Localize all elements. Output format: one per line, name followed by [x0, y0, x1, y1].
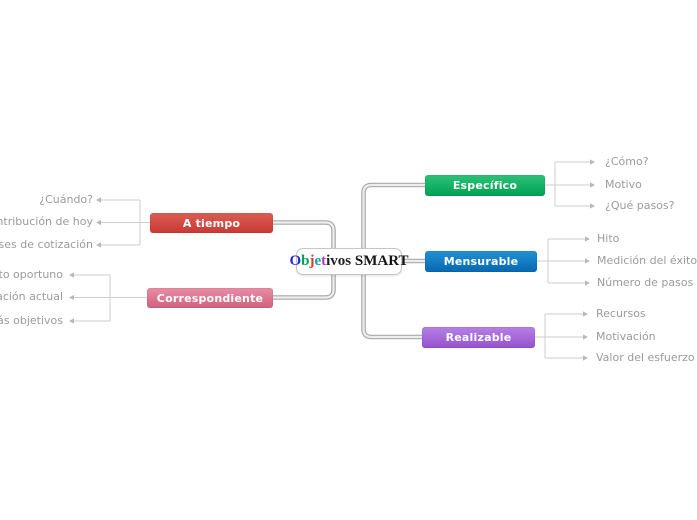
- subtopic-mas-objetivos[interactable]: más objetivos: [0, 314, 63, 327]
- topic-label: Correspondiente: [156, 291, 264, 305]
- subtopic-que-pasos[interactable]: ¿Qué pasos?: [605, 199, 675, 212]
- arrow-right-icon: [583, 355, 588, 361]
- subtopic-contribucion-de-hoy[interactable]: Contribución de hoy: [0, 215, 93, 228]
- arrow-right-icon: [590, 159, 595, 165]
- arrow-right-icon: [585, 258, 590, 264]
- arrow-right-icon: [583, 311, 588, 317]
- topic-label: A tiempo: [182, 216, 241, 230]
- arrow-right-icon: [590, 203, 595, 209]
- topic-mensurable[interactable]: Mensurable: [425, 251, 537, 272]
- arrow-left-icon: [96, 242, 101, 248]
- central-letter: ivos: [326, 253, 352, 269]
- central-letter: e: [314, 253, 322, 269]
- arrow-right-icon: [585, 280, 590, 286]
- topic-label: Específico: [452, 179, 518, 192]
- arrow-left-icon: [69, 272, 74, 278]
- topic-a-tiempo[interactable]: A tiempo: [150, 213, 273, 233]
- arrow-left-icon: [69, 294, 74, 301]
- subtopic-como[interactable]: ¿Cómo?: [605, 155, 649, 168]
- topic-realizable[interactable]: Realizable: [422, 327, 535, 348]
- subtopic-medicion-del-exito[interactable]: Medición del éxito: [597, 254, 697, 267]
- central-letter: j: [309, 253, 315, 269]
- subtopic-numero-de-pasos[interactable]: Número de pasos: [597, 276, 694, 289]
- topic-label: Realizable: [445, 331, 512, 344]
- subtopic-uacion-actual[interactable]: uación actual: [0, 290, 63, 303]
- arrow-left-icon: [96, 197, 101, 203]
- arrow-right-icon: [583, 334, 588, 340]
- central-letter: O: [289, 253, 302, 269]
- arrowhead-icons: [69, 159, 595, 361]
- central-letter: t: [321, 253, 327, 269]
- topic-label: Mensurable: [443, 255, 519, 268]
- central-letter: SMART: [351, 253, 409, 269]
- subtopic-valor-del-esfuerzo[interactable]: Valor del esfuerzo: [596, 351, 695, 364]
- central-letter: b: [301, 253, 310, 269]
- arrow-left-icon: [69, 318, 74, 324]
- subtopic-motivacion[interactable]: Motivación: [596, 330, 656, 343]
- topic-correspondiente[interactable]: Correspondiente: [147, 288, 273, 308]
- subtopic-motivo[interactable]: Motivo: [605, 178, 642, 191]
- subtopic-hito[interactable]: Hito: [597, 232, 620, 245]
- subtopic-meses-de-cotizacion[interactable]: meses de cotización: [0, 238, 93, 251]
- arrow-right-icon: [590, 182, 595, 188]
- subtopic-recursos[interactable]: Recursos: [596, 307, 646, 320]
- subtopic-cuando[interactable]: ¿Cuándo?: [39, 193, 93, 206]
- subtopic-ento-oportuno[interactable]: ento oportuno: [0, 268, 63, 281]
- topic-especifico[interactable]: Específico: [425, 175, 545, 196]
- subtopic-connectors: [74, 161, 590, 359]
- arrow-left-icon: [96, 219, 101, 226]
- arrow-right-icon: [585, 236, 590, 242]
